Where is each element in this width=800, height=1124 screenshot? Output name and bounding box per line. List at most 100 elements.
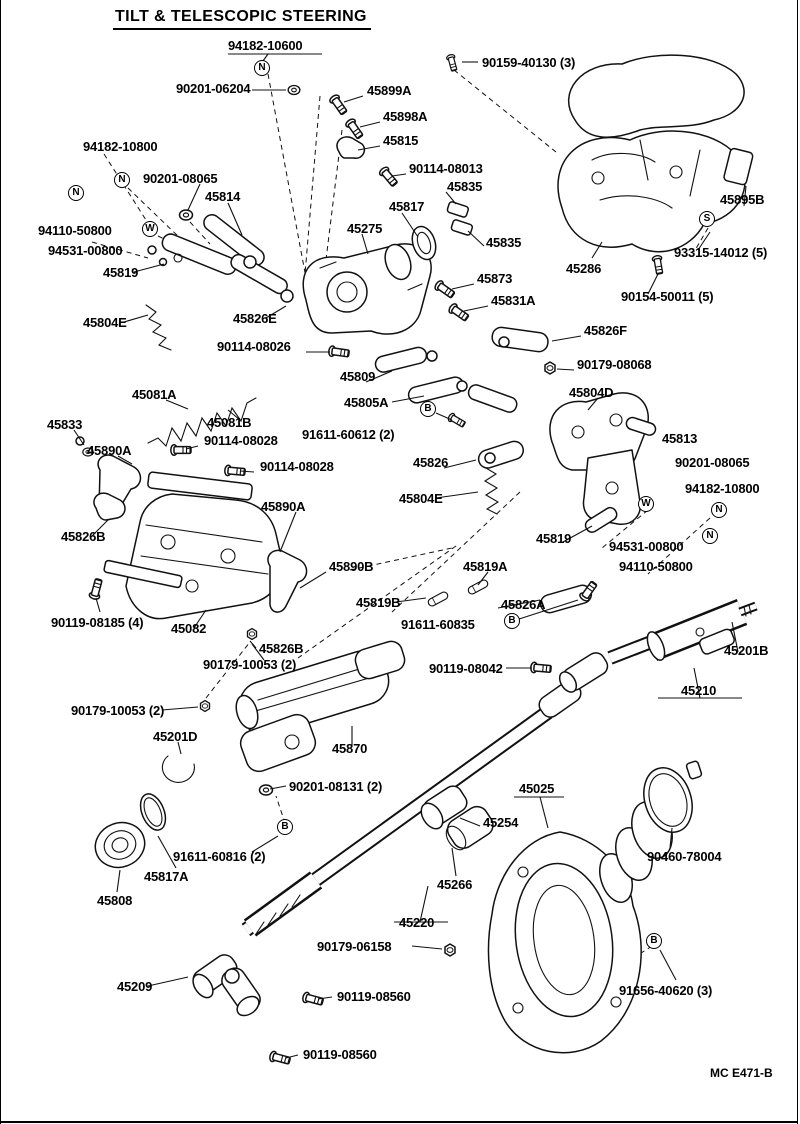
part-label: 45835 (486, 235, 522, 250)
part-label: 45210 (681, 683, 717, 698)
part-label: 45898A (383, 109, 428, 124)
pad-45895B (723, 147, 754, 186)
bracket-45082 (103, 471, 284, 620)
actuator-45870 (235, 640, 406, 773)
part-label: 45826F (584, 323, 627, 338)
circled-letter-badge: B (420, 401, 436, 417)
part-label: 45809 (340, 369, 376, 384)
upper-column-45210 (558, 599, 758, 693)
part-label: 90179-08068 (577, 357, 652, 372)
circled-letter-badge: B (646, 933, 662, 949)
main-shaft-45220 (241, 705, 553, 937)
part-label: 45826B (259, 641, 304, 656)
page-edge-bottom (0, 1121, 798, 1123)
part-label: 45831A (491, 293, 536, 308)
part-label: 45817 (389, 199, 425, 214)
pin-45813 (625, 416, 657, 436)
part-label: 45025 (519, 781, 555, 796)
spring-45804E-left (145, 304, 172, 351)
part-label: 90201-08065 (143, 171, 218, 186)
part-label: 45254 (483, 815, 519, 830)
part-label: 90201-06204 (176, 81, 251, 96)
part-label: 45804E (399, 491, 443, 506)
part-label: 45815 (383, 133, 419, 148)
part-label: 45826 (413, 455, 449, 470)
part-label: 45890A (87, 443, 132, 458)
part-label: 94182-10600 (228, 38, 303, 53)
part-label: 90460-78004 (647, 849, 722, 864)
part-label: 45873 (477, 271, 513, 286)
part-label: 45819A (463, 559, 508, 574)
part-label: 90114-08013 (409, 161, 483, 176)
part-label: 45833 (47, 417, 83, 432)
part-label: 45890B (329, 559, 374, 574)
footer-page-code: MC E471-B (710, 1066, 773, 1080)
circled-letter-badge: B (504, 613, 520, 629)
fork-45809 (374, 346, 428, 373)
part-label: 45890A (261, 499, 306, 514)
part-label: 45870 (332, 741, 368, 756)
part-label: 90114-08028 (204, 433, 278, 448)
oring-45817A (139, 793, 167, 831)
circled-letter-badge: W (638, 496, 654, 512)
part-label: 90154-50011 (5) (621, 289, 714, 304)
part-label: 90179-10053 (2) (203, 657, 297, 672)
part-label: 45819 (536, 531, 572, 546)
wedge-45835 (446, 201, 470, 218)
page-edge-right (797, 0, 798, 1124)
part-label: 45819 (103, 265, 139, 280)
part-label: 45835 (447, 179, 483, 194)
main-column-housing-45275 (302, 225, 437, 335)
part-label: 91611-60835 (401, 617, 475, 632)
part-label: 94531-00800 (48, 243, 123, 258)
circled-letter-badge: N (68, 185, 84, 201)
ujoint-45209 (192, 954, 261, 1017)
part-label: 45817A (144, 869, 189, 884)
part-label: 91656-40620 (3) (619, 983, 713, 998)
bearing-45808 (94, 821, 146, 869)
part-label: 90114-08026 (217, 339, 291, 354)
part-label: 94182-10800 (83, 139, 158, 154)
part-label: 45814 (205, 189, 241, 204)
circled-letter-badge: N (711, 502, 727, 518)
part-label: 90201-08131 (2) (289, 779, 383, 794)
part-label: 45220 (399, 915, 435, 930)
part-label: 45082 (171, 621, 207, 636)
part-label: 90119-08185 (4) (51, 615, 144, 630)
part-label: 45081A (132, 387, 177, 402)
part-label: 45805A (344, 395, 389, 410)
spring-45081 (147, 397, 257, 448)
wedge-45835 (450, 219, 474, 236)
bracket-45804D (549, 392, 649, 525)
part-label: 91611-60612 (2) (302, 427, 395, 442)
part-label: 45808 (97, 893, 133, 908)
part-label: 45081B (207, 415, 252, 430)
part-label: 90119-08560 (303, 1047, 377, 1062)
part-label: 45826B (61, 529, 106, 544)
part-label: 45286 (566, 261, 602, 276)
part-label: 45813 (662, 431, 698, 446)
part-label: 45275 (347, 221, 383, 236)
circled-letter-badge: N (114, 172, 130, 188)
boot-assembly-45025 (487, 760, 703, 1054)
coupling-45266 (446, 805, 494, 849)
lever-45815 (336, 136, 366, 159)
part-label: 90114-08028 (260, 459, 334, 474)
part-label: 90201-08065 (675, 455, 750, 470)
bracket-45890B (267, 549, 308, 613)
circled-letter-badge: S (699, 211, 715, 227)
part-label: 45826A (501, 597, 546, 612)
part-label: 45804E (83, 315, 127, 330)
part-label: 90159-40130 (3) (482, 55, 576, 70)
tilt-levers (161, 214, 294, 303)
part-label: 45804D (569, 385, 614, 400)
part-label: 45819B (356, 595, 401, 610)
fork-45805A (407, 376, 465, 404)
page-title: TILT & TELESCOPIC STEERING (113, 8, 371, 30)
link-45826 (477, 440, 525, 469)
part-label: 93315-14012 (5) (674, 245, 768, 260)
part-label: 90179-10053 (2) (71, 703, 165, 718)
part-label: 45826E (233, 311, 277, 326)
leader-lines (73, 53, 747, 1059)
